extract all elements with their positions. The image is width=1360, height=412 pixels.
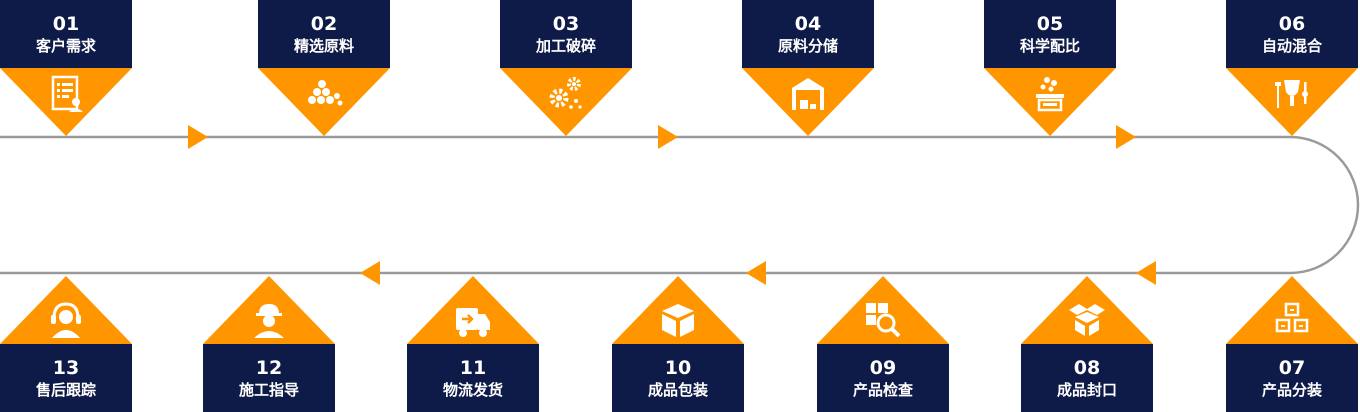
crushing-gears-icon [549, 77, 582, 109]
step-pointer [0, 276, 132, 344]
step-header: 06 自动混合 [1226, 0, 1358, 68]
flow-arrow-left-2 [746, 261, 766, 285]
flow-arrow-right-1 [188, 125, 208, 149]
flow-arrow-right-3 [1116, 125, 1136, 149]
step-pointer [817, 276, 949, 344]
step-header: 02 精选原料 [258, 0, 390, 68]
step-header: 09 产品检查 [817, 344, 949, 412]
step-label: 成品包装 [647, 381, 708, 399]
delivery-truck-icon [456, 308, 490, 337]
step-number: 09 [869, 357, 897, 379]
step-label: 成品封口 [1056, 381, 1117, 399]
step-label: 售后跟踪 [35, 381, 96, 399]
step-pointer [0, 68, 132, 136]
step-pointer [984, 68, 1116, 136]
worker-helmet-icon [254, 304, 284, 338]
inspect-magnifier-icon [866, 303, 901, 338]
step-12: 12 施工指导 [203, 276, 335, 412]
step-header: 07 产品分装 [1226, 344, 1358, 412]
ratio-box-icon [1036, 77, 1064, 112]
step-header: 12 施工指导 [203, 344, 335, 412]
step-label: 物流发货 [442, 381, 503, 399]
step-number: 04 [794, 13, 822, 35]
step-number: 05 [1036, 13, 1064, 35]
raw-stones-icon [308, 80, 343, 106]
step-07: 07 产品分装 [1226, 276, 1358, 412]
step-header: 03 加工破碎 [500, 0, 632, 68]
step-02: 02 精选原料 [258, 0, 390, 136]
step-05: 05 科学配比 [984, 0, 1116, 136]
step-number: 08 [1073, 357, 1101, 379]
checklist-user-icon [51, 75, 83, 112]
step-label: 原料分储 [777, 37, 838, 55]
step-number: 01 [52, 13, 80, 35]
warehouse-icon [792, 78, 824, 110]
step-03: 03 加工破碎 [500, 0, 632, 136]
step-number: 02 [310, 13, 338, 35]
step-10: 10 成品包装 [612, 276, 744, 412]
step-label: 加工破碎 [535, 37, 596, 55]
step-label: 施工指导 [238, 381, 299, 399]
step-label: 产品分装 [1261, 381, 1322, 399]
step-header: 11 物流发货 [407, 344, 539, 412]
step-01: 01 客户需求 [0, 0, 132, 136]
step-label: 科学配比 [1019, 37, 1080, 55]
flow-arrow-left-3 [360, 261, 380, 285]
step-header: 05 科学配比 [984, 0, 1116, 68]
step-number: 13 [52, 357, 80, 379]
step-label: 客户需求 [35, 37, 96, 55]
step-09: 09 产品检查 [817, 276, 949, 412]
step-header: 10 成品包装 [612, 344, 744, 412]
step-number: 07 [1278, 357, 1306, 379]
headset-agent-icon [51, 302, 81, 338]
step-pointer [500, 68, 632, 136]
step-04: 04 原料分储 [742, 0, 874, 136]
step-header: 01 客户需求 [0, 0, 132, 68]
step-label: 产品检查 [852, 381, 913, 399]
step-pointer [258, 68, 390, 136]
step-header: 08 成品封口 [1021, 344, 1153, 412]
step-label: 精选原料 [293, 37, 354, 55]
flow-arrow-right-2 [658, 125, 678, 149]
step-pointer [203, 276, 335, 344]
step-number: 11 [459, 357, 487, 379]
step-06: 06 自动混合 [1226, 0, 1358, 136]
step-header: 13 售后跟踪 [0, 344, 132, 412]
step-pointer [407, 276, 539, 344]
step-number: 12 [255, 357, 283, 379]
step-08: 08 成品封口 [1021, 276, 1153, 412]
step-number: 03 [552, 13, 580, 35]
step-pointer [1226, 276, 1358, 344]
step-label: 自动混合 [1261, 37, 1322, 55]
step-13: 13 售后跟踪 [0, 276, 132, 412]
step-number: 10 [664, 357, 692, 379]
step-header: 04 原料分储 [742, 0, 874, 68]
step-11: 11 物流发货 [407, 276, 539, 412]
step-number: 06 [1278, 13, 1306, 35]
step-pointer [742, 68, 874, 136]
step-pointer [612, 276, 744, 344]
step-pointer [1021, 276, 1153, 344]
mixer-icon [1275, 80, 1308, 108]
open-box-icon [1069, 304, 1105, 336]
split-boxes-icon [1275, 302, 1309, 333]
package-box-icon [662, 304, 694, 337]
flow-arrow-left-1 [1136, 261, 1156, 285]
step-pointer [1226, 68, 1358, 136]
